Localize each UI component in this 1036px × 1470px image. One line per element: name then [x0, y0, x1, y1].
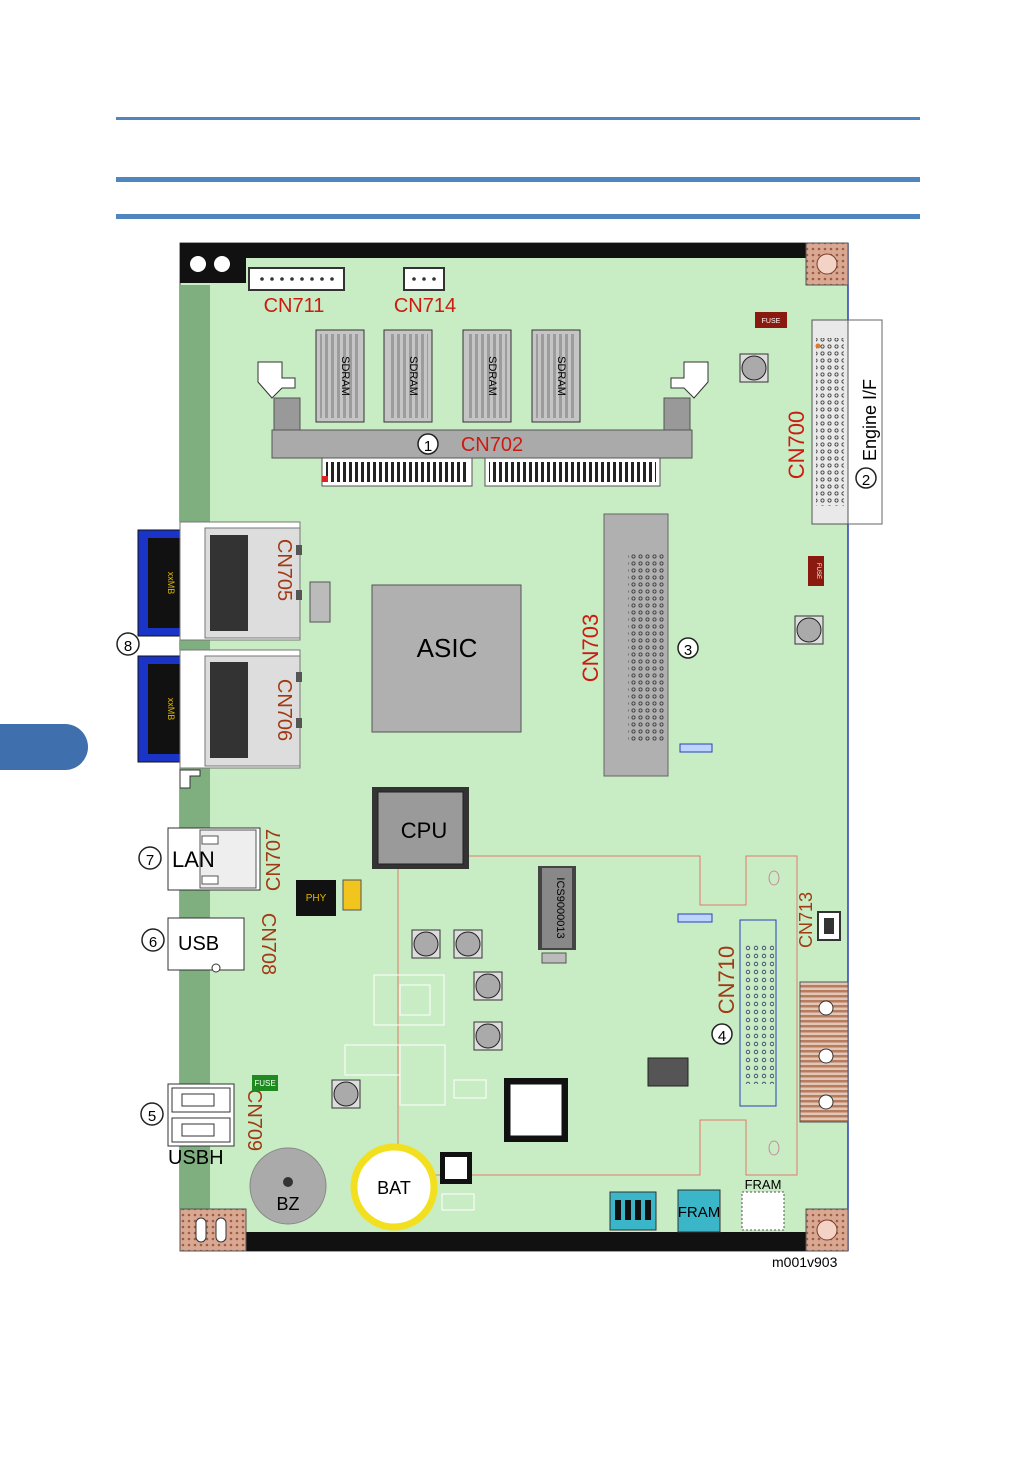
svg-text:SDRAM: SDRAM — [486, 356, 498, 396]
label-asic: ASIC — [417, 633, 478, 663]
sd-slot-cn706: xxMB CN706 — [138, 650, 302, 768]
sdram-chip-3: SDRAM — [463, 330, 511, 422]
label-bat: BAT — [377, 1178, 411, 1198]
svg-text:xxMB: xxMB — [166, 698, 176, 721]
svg-text:SDRAM: SDRAM — [339, 356, 351, 396]
label-engine-if: Engine I/F — [860, 379, 880, 461]
label-usb: USB — [178, 933, 219, 955]
sdram-chip-1: SDRAM — [316, 330, 364, 422]
capacitor-top — [740, 354, 768, 382]
svg-text:5: 5 — [148, 1108, 156, 1125]
label-cn709: CN709 — [243, 1089, 265, 1151]
label-cn705: CN705 — [273, 539, 295, 601]
label-cn703: CN703 — [578, 614, 603, 682]
buzzer-bz: BZ — [250, 1148, 326, 1224]
label-fram-chip: FRAM — [678, 1204, 721, 1221]
chip-asic: ASIC — [372, 585, 521, 732]
svg-text:FUSE: FUSE — [254, 1079, 275, 1088]
chip-ics: ICS9000013 — [538, 866, 576, 963]
callout-8-group: 8 — [117, 633, 139, 655]
svg-text:FUSE: FUSE — [815, 563, 821, 579]
sd-slot-cn705: xxMB CN705 — [138, 522, 302, 640]
sdram-chip-2: SDRAM — [384, 330, 432, 422]
svg-text:SDRAM: SDRAM — [407, 356, 419, 396]
svg-text:4: 4 — [718, 1028, 726, 1045]
sdram-chip-4: SDRAM — [532, 330, 580, 422]
chip-fram: FRAM — [678, 1190, 721, 1232]
svg-text:7: 7 — [146, 852, 154, 869]
svg-text:6: 6 — [149, 934, 157, 951]
label-cn706: CN706 — [273, 679, 295, 741]
label-cn714: CN714 — [394, 295, 456, 317]
chip-qfp-bottom — [504, 1078, 568, 1142]
chip-small-square — [440, 1152, 472, 1184]
label-cn713: CN713 — [796, 892, 816, 948]
fuse-right: FUSE — [808, 556, 824, 586]
label-lan: LAN — [172, 847, 215, 872]
svg-text:FUSE: FUSE — [762, 318, 781, 325]
jumper-2 — [678, 914, 712, 922]
dip-switch — [610, 1192, 656, 1230]
label-cpu: CPU — [401, 818, 447, 843]
battery-bat: BAT — [354, 1147, 434, 1227]
label-fram: FRAM — [745, 1177, 782, 1192]
label-cn702: CN702 — [461, 434, 523, 456]
figure-id: m001v903 — [772, 1254, 837, 1270]
small-chip-near-sd — [310, 582, 330, 622]
svg-text:2: 2 — [862, 472, 870, 489]
svg-text:xxMB: xxMB — [166, 572, 176, 595]
lan-port-cn707: LAN CN707 7 — [139, 828, 285, 891]
svg-text:3: 3 — [684, 642, 692, 659]
mounting-pad-bottom-right — [806, 1209, 848, 1251]
chip-cpu: CPU — [372, 787, 469, 869]
label-ics: ICS9000013 — [554, 877, 566, 938]
jumper-1 — [680, 744, 712, 752]
label-cn710: CN710 — [714, 946, 739, 1014]
usb-port-cn708: USB CN708 6 — [142, 913, 279, 975]
label-cn711: CN711 — [264, 295, 325, 317]
edge-connector-right — [800, 982, 848, 1122]
label-cn700: CN700 — [784, 411, 809, 479]
fuse-usb: FUSE — [252, 1075, 278, 1091]
fuse-top: FUSE — [755, 312, 787, 328]
svg-text:1: 1 — [424, 438, 432, 455]
chip-soic — [648, 1058, 688, 1086]
mounting-pad-top-right — [806, 243, 848, 285]
mounting-pad-bottom-left — [180, 1209, 246, 1251]
socket-fram: FRAM — [742, 1177, 784, 1230]
label-cn707: CN707 — [263, 829, 285, 891]
label-bz: BZ — [276, 1194, 299, 1214]
svg-text:SDRAM: SDRAM — [555, 356, 567, 396]
label-cn708: CN708 — [257, 913, 279, 975]
capacitor-right — [795, 616, 823, 644]
label-usbh: USBH — [168, 1147, 224, 1169]
svg-text:8: 8 — [124, 638, 132, 655]
label-phy: PHY — [306, 893, 327, 904]
